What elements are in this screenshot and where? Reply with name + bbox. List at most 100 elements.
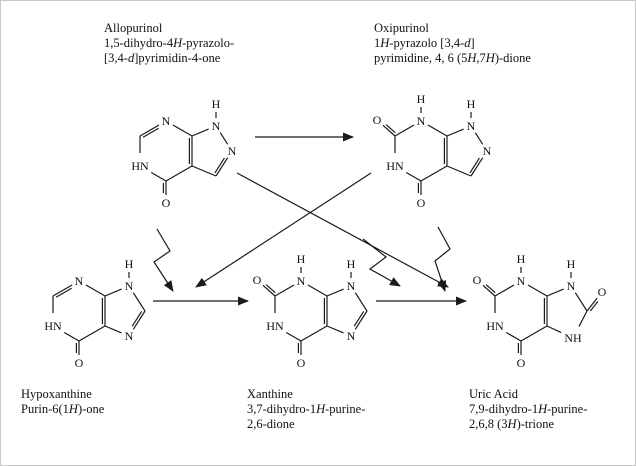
bond <box>546 325 562 334</box>
atom-label: H <box>212 97 221 111</box>
bond <box>191 128 209 137</box>
bond <box>505 331 522 342</box>
bond-double <box>353 310 365 327</box>
bond <box>307 284 328 297</box>
atom-label: O <box>598 285 607 299</box>
bond <box>219 132 229 145</box>
bond <box>78 325 106 342</box>
atom-label: H <box>517 252 526 266</box>
compound-title: Oxipurinol <box>374 21 429 35</box>
bond <box>274 284 295 297</box>
bond-double <box>385 124 396 134</box>
bond <box>574 292 588 312</box>
bond <box>427 124 448 137</box>
atom-label: N <box>467 119 476 133</box>
atom-label: O <box>473 273 482 287</box>
bond <box>132 292 146 312</box>
atom-label: HN <box>266 319 284 333</box>
bond <box>474 132 484 145</box>
atom-label: N <box>228 144 237 158</box>
compound-systematic-name: 2,6-dione <box>247 417 295 431</box>
atom-label: H <box>125 257 134 271</box>
bond-double <box>142 127 159 138</box>
bond <box>546 288 564 297</box>
bond <box>420 165 448 182</box>
bond <box>354 310 368 330</box>
atom-label: N <box>417 114 426 128</box>
atom-label: HN <box>44 319 62 333</box>
bond <box>300 325 328 342</box>
bond <box>354 292 368 312</box>
atom-label: N <box>517 274 526 288</box>
atom-label: O <box>297 356 306 370</box>
compound-systematic-name: 1,5-dihydro-4H-pyrazolo- <box>104 36 235 50</box>
arrow-bolt-left <box>153 228 174 292</box>
bond <box>52 284 73 297</box>
bond-double <box>589 301 599 312</box>
atom-label: H <box>347 257 356 271</box>
atom-label: N <box>212 119 221 133</box>
bond <box>262 284 276 297</box>
atom-label: N <box>347 329 356 343</box>
atom-label: N <box>347 279 356 293</box>
compound-systematic-name: [3,4-d]pyrimidin-4-one <box>104 51 221 65</box>
bond <box>527 284 548 297</box>
bond <box>482 284 496 297</box>
compound-systematic-name: 2,6,8 (3H)-trione <box>469 417 555 431</box>
bond-double <box>469 157 480 174</box>
atom-label: N <box>483 144 492 158</box>
arrow-bolt-right <box>434 226 451 292</box>
atom-label: HN <box>486 319 504 333</box>
bond-double <box>131 310 143 327</box>
bond <box>405 171 422 182</box>
bond-double <box>485 284 496 294</box>
bond <box>85 284 106 297</box>
arrow-cross-right-to-left <box>195 172 372 288</box>
bond <box>520 325 548 342</box>
atom-label: N <box>75 274 84 288</box>
label-allopurinol: Allopurinol 1,5-dihydro-4H-pyrazolo- [3,… <box>104 21 234 66</box>
bond <box>446 165 472 177</box>
arrow-cross-left-to-right <box>236 172 449 288</box>
atom-label: O <box>253 273 262 287</box>
atom-label: HN <box>131 159 149 173</box>
atom-label: O <box>162 196 171 210</box>
bond <box>326 325 344 334</box>
bond <box>382 124 396 137</box>
bond <box>165 165 193 182</box>
bond <box>139 124 160 137</box>
bond <box>494 284 515 297</box>
bond <box>150 171 167 182</box>
atom-label: O <box>417 196 426 210</box>
compound-title: Xanthine <box>247 387 293 401</box>
bond <box>172 124 193 137</box>
bond <box>470 157 484 177</box>
atom-label: N <box>162 114 171 128</box>
label-oxipurinol: Oxipurinol 1H-pyrazolo [3,4-d] pyrimidin… <box>374 21 531 66</box>
compound-systematic-name: 7,9-dihydro-1H-purine- <box>469 402 588 416</box>
bond <box>326 288 344 297</box>
atom-label: N <box>297 274 306 288</box>
bond <box>394 124 415 137</box>
atom-label: HN <box>386 159 404 173</box>
bond <box>104 288 122 297</box>
bond <box>63 331 80 342</box>
bond <box>104 325 122 334</box>
bond-double <box>55 287 72 298</box>
label-xanthine: Xanthine 3,7-dihydro-1H-purine- 2,6-dion… <box>247 387 365 432</box>
atom-label: N <box>125 279 134 293</box>
bond <box>285 331 302 342</box>
label-hypoxanthine: Hypoxanthine Purin-6(1H)-one <box>21 387 104 417</box>
compound-title: Uric Acid <box>469 387 518 401</box>
bond <box>578 310 588 327</box>
atom-label: NH <box>564 331 582 345</box>
bond <box>191 165 217 177</box>
atom-label: N <box>125 329 134 343</box>
bond <box>446 128 464 137</box>
